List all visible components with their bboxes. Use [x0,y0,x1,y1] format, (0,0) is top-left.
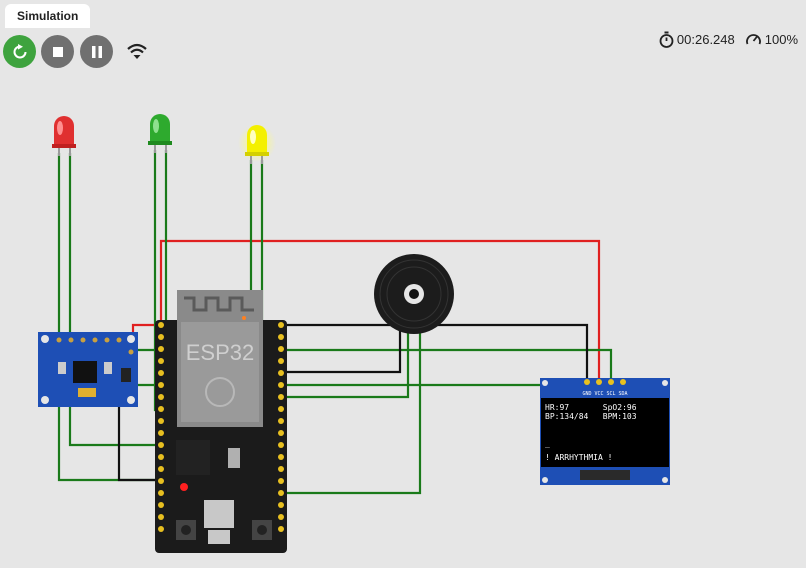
wire-red-vcc[interactable] [159,239,601,381]
oled-pin-sda: SDA [618,391,627,397]
led-yellow[interactable] [238,124,276,164]
speed-icon [745,33,761,44]
tab-bar: Simulation [0,0,806,28]
wires [45,150,625,495]
oled-pin-vcc: VCC [594,391,603,397]
oled-display[interactable]: GND VCC SCL SDA HR:97 SpO2:96 BP:134/84 … [540,378,670,485]
wire-black-buzzer[interactable] [281,330,402,374]
buzzer[interactable] [374,254,454,334]
oled-line-cursor: _ [545,439,550,448]
wire-green-red-led-a[interactable] [57,153,161,482]
wire-black-gnd[interactable] [281,323,589,381]
wire-green-red-led-b[interactable] [68,153,161,447]
elapsed-time: 00:26.248 [676,31,735,47]
esp32-right-pins [278,322,284,532]
led-green[interactable] [148,114,172,153]
oled-line-blood-pressure: BP:134/84 BPM:103 [545,412,637,421]
mpu-sensor-module[interactable] [38,332,138,407]
restart-icon [13,43,26,58]
wire-red-mpu[interactable] [131,323,161,333]
esp32-left-pins [158,322,164,532]
esp32-label: ESP32 [186,340,255,365]
oled-pin-gnd: GND [582,391,591,397]
oled-pin-scl: SCL [606,391,615,397]
wire-green-yellow-led-b[interactable] [260,160,281,332]
stop-button[interactable] [41,35,74,68]
wire-green-buzzer[interactable] [281,320,410,399]
wifi-icon [127,43,147,59]
status-bar: 00:26.248 100% [659,30,798,48]
tab-simulation[interactable]: Simulation [5,4,91,28]
esp32-board[interactable]: ESP32 [155,290,287,553]
stopwatch-icon [659,31,674,48]
led-red[interactable] [52,116,76,156]
restart-button[interactable] [3,35,36,68]
stop-icon [52,46,63,57]
pause-button[interactable] [80,35,113,68]
oled-line-heart-rate: HR:97 SpO2:96 [545,403,637,412]
oled-line-alert: ! ARRHYTHMIA ! [545,453,612,462]
simulation-speed: 100% [764,31,798,47]
pause-icon [91,45,102,58]
